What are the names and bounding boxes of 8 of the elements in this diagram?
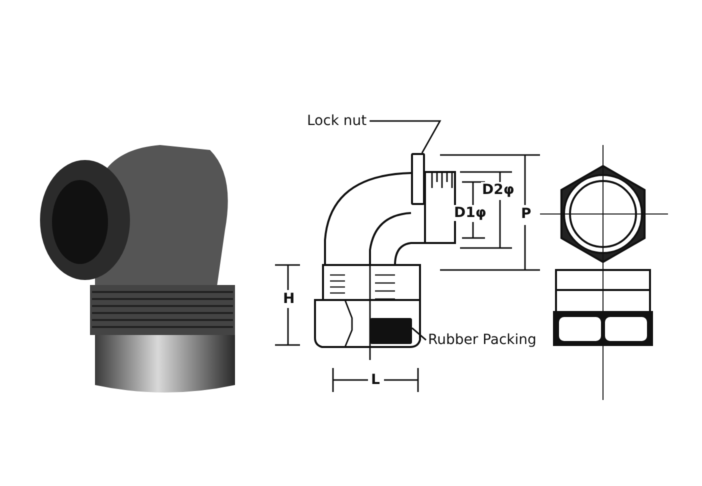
lock-nut-part [411,153,425,205]
part-label: Rubber Packing [428,332,536,348]
dimension-label: D2φ [481,182,516,198]
part-label: Lock nut [307,113,367,129]
rubber-packing-part [370,318,412,344]
leader-line [412,327,426,341]
leader-line [370,120,442,154]
dimension-label: D1φ [453,205,488,221]
